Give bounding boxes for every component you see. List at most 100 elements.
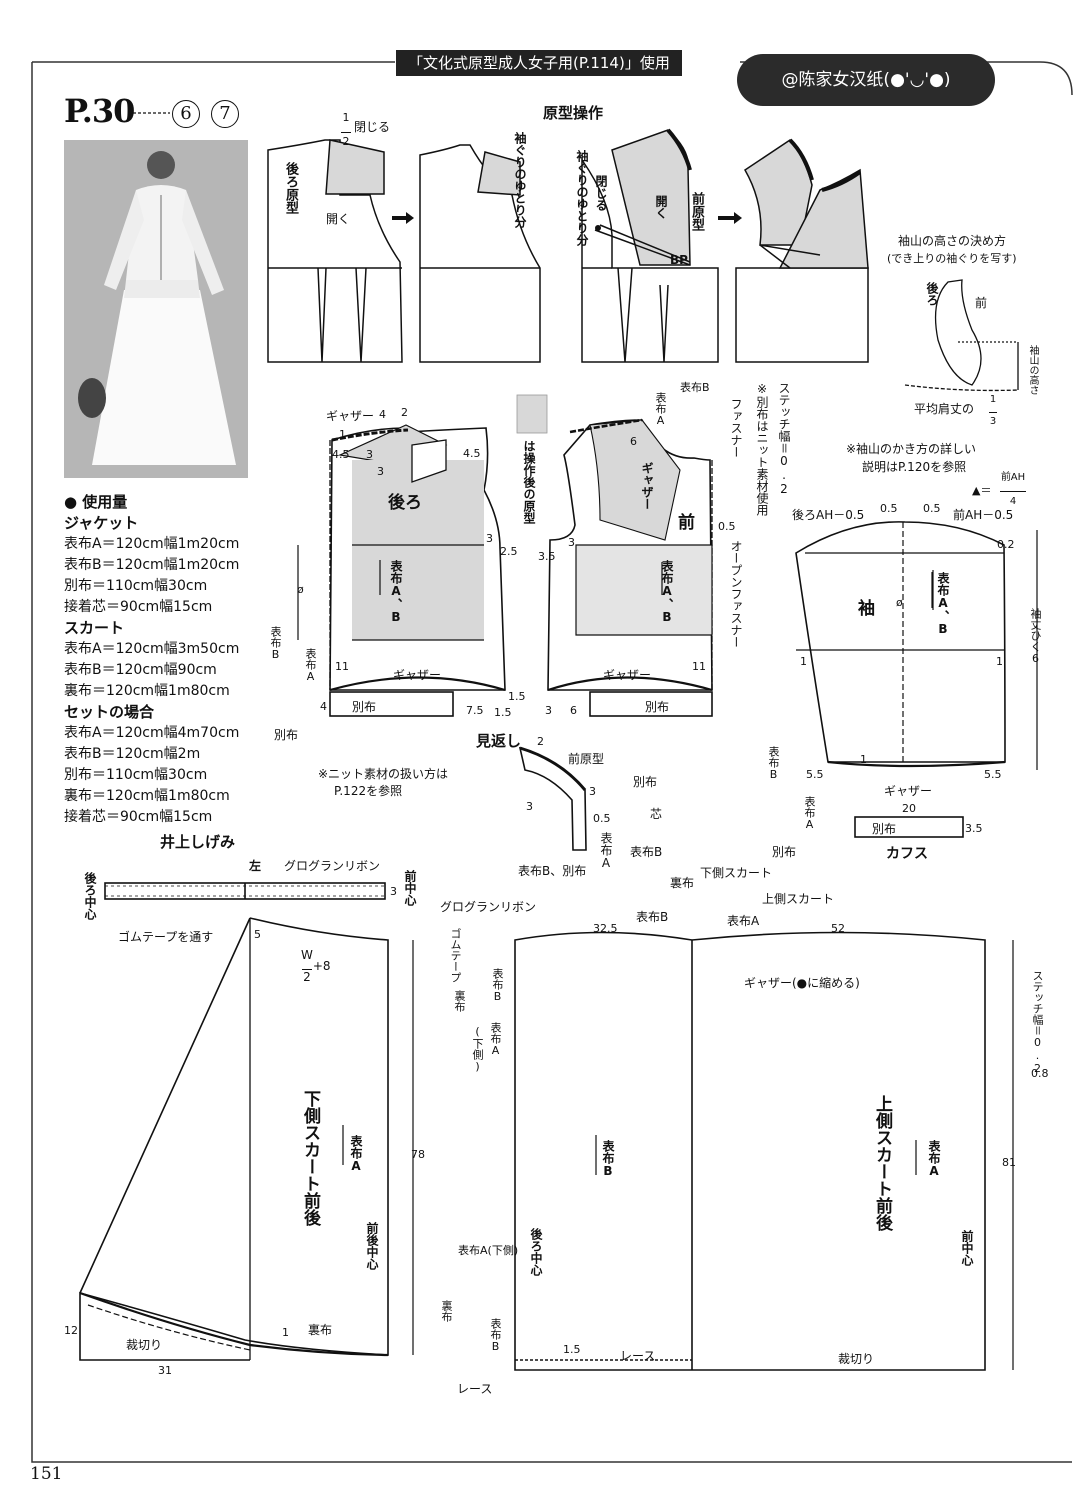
front-block-label: 前原型 (689, 192, 704, 231)
back-gather-top: ギャザー (326, 409, 375, 423)
upper-skirt-fabric-b: 表布B (601, 1140, 615, 1178)
sleeve-ref-1: ※袖山のかき方の詳しい (846, 442, 977, 456)
layers-fabric-b: 表布B (636, 910, 669, 924)
lower-skirt-n78: 78 (411, 1148, 425, 1161)
back-block-label: 後ろ原型 (283, 162, 298, 214)
lower-skirt-n1: 1 (282, 1326, 289, 1339)
stitch-note-a: ステッチ幅＝0.2 (777, 382, 791, 496)
usage-line: 表布B＝120cm幅90cm (64, 662, 217, 678)
sleeve-front-ah: 前AH－0.5 (953, 508, 1014, 522)
sleeve-length: 袖丈ひく6 (1029, 608, 1042, 665)
upper-skirt-gather: ギャザー(●に縮める) (744, 976, 860, 990)
sleeve-n1c: 1 (860, 753, 867, 766)
waist-detail-fabric-b: 表布B (491, 968, 504, 1003)
triangle-formula: ▲＝ (972, 484, 992, 497)
layers-upper: 上側スカート (762, 892, 835, 906)
back-separate-label: 別布 (352, 700, 377, 714)
usage-line: 表布A＝120cm幅3m50cm (64, 641, 240, 657)
facing-n3a: 3 (526, 800, 533, 813)
item-number-6: 6 (172, 100, 200, 128)
sleeve-gather: ギャザー (884, 784, 933, 798)
section-title: 原型操作 (543, 104, 604, 122)
facing-separate: 別布 (633, 775, 658, 789)
front-n35: 3.5 (538, 550, 556, 563)
hem-detail-lining: 裏布 (440, 1300, 453, 1322)
upper-skirt-n15: 1.5 (563, 1343, 581, 1356)
usage-line: 裏布＝120cm幅1m80cm (64, 683, 230, 699)
front-separate-label: 別布 (645, 700, 670, 714)
lower-skirt-n31: 31 (158, 1364, 172, 1377)
front-fabric-a: 表布A (654, 392, 667, 427)
cuff-title: カフス (886, 846, 928, 862)
upper-skirt (514, 931, 986, 1371)
lower-skirt-cut: 裁切り (126, 1338, 163, 1352)
lower-skirt-n5: 5 (254, 928, 261, 941)
waist-detail-lower: (下側) (471, 1025, 484, 1073)
waistband-elastic: ゴムテープを通す (118, 930, 214, 944)
usage-line: 表布A＝120cm幅1m20cm (64, 536, 240, 552)
sleeve-cap-sub: (でき上りの袖ぐりを写す) (887, 252, 1017, 265)
facing-fabric-b-sep: 表布B、別布 (518, 864, 587, 878)
upper-skirt-n325: 32.5 (593, 922, 618, 935)
back-n25: 2.5 (500, 545, 518, 558)
page-number: 151 (30, 1464, 63, 1484)
facing-n3b: 3 (589, 785, 596, 798)
layers-fabric-a: 表布A (727, 914, 760, 928)
open-zipper-label: オープンファスナー (729, 540, 743, 648)
bp-label: BP (670, 253, 688, 267)
back-n2: 2 (401, 406, 408, 419)
manip-back-after (419, 144, 541, 363)
sleeve-ref-2: 説明はP.120を参照 (862, 460, 967, 474)
cuff-piece (854, 816, 964, 838)
upper-skirt-back-center: 後ろ中心 (529, 1228, 543, 1276)
sleeve-n05b: 0.5 (923, 502, 941, 515)
lower-skirt-fabric: 表布A (349, 1135, 363, 1173)
front-n6: 6 (630, 435, 637, 448)
usage-line: 表布B＝120cm幅1m20cm (64, 557, 240, 573)
usage-line: 裏布＝120cm幅1m80cm (64, 788, 230, 804)
upper-skirt-front-center: 前中心 (960, 1230, 974, 1266)
cuff-width: 20 (902, 802, 916, 815)
waistband (104, 882, 386, 900)
avg-shoulder: 平均肩丈の (914, 402, 975, 416)
usage-title: ● 使用量 (64, 493, 128, 511)
waistband-n3: 3 (390, 885, 397, 898)
upper-skirt-fabric: 表布A (927, 1140, 941, 1178)
back-n45b: 4.5 (463, 447, 481, 460)
sleeve-n1b: 1 (996, 655, 1003, 668)
back-n3c: 3 (377, 465, 384, 478)
waistband-back-center: 後ろ中心 (83, 872, 97, 920)
lower-skirt-lining: 裏布 (308, 1323, 333, 1337)
dimension-lines (297, 530, 1038, 1370)
close-label: 閉じる (354, 120, 391, 134)
usage-line: セットの場合 (64, 703, 155, 721)
facing-fabric-a: 表布A (599, 832, 613, 870)
sleeve-cap-height: 袖山の高さ (1027, 345, 1038, 395)
facing-n2: 2 (537, 735, 544, 748)
back-gather-bottom: ギャザー (393, 668, 442, 682)
facing-piece (518, 746, 587, 851)
open-label-v: 開く (654, 195, 668, 219)
front-n3b: 3 (545, 704, 552, 717)
sleeve-phi: ø (896, 596, 903, 609)
manip-front-block (581, 128, 719, 363)
waist-detail-lining: 裏布 (453, 990, 466, 1012)
sleeve-cap-diagram (904, 279, 1019, 392)
front-bodice-title: 前 (678, 513, 695, 533)
sleeve-n05a: 0.5 (880, 502, 898, 515)
waist-detail-elastic: ゴムテープ (449, 928, 462, 983)
cuff-separate: 別布 (872, 822, 897, 836)
upper-skirt-n81: 81 (1002, 1156, 1016, 1169)
upper-skirt-n08: 0.8 (1031, 1067, 1049, 1080)
upper-skirt-cut: 裁切り (838, 1352, 875, 1366)
usage-line: ジャケット (64, 514, 139, 532)
back-fabric-label: 表布A、B (389, 560, 403, 624)
sleeve-n02: 0.2 (997, 538, 1015, 551)
open-label: 開く (326, 212, 351, 226)
hem-detail-fabric-a: 表布A(下側) (458, 1244, 519, 1257)
armhole-ease-label-1: 袖ぐりのゆとり分 (513, 132, 527, 228)
usage-line: 表布A＝120cm幅4m70cm (64, 725, 240, 741)
front-n05: 0.5 (718, 520, 736, 533)
